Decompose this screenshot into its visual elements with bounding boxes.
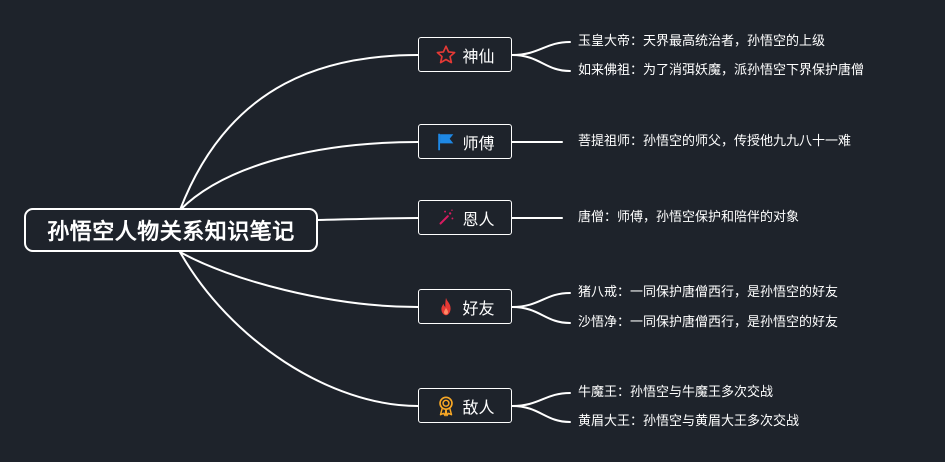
leaf-zhubajie[interactable]: 猪八戒：一同保护唐僧西行，是孙悟空的好友 [578, 285, 839, 300]
topic-label: 师傅 [462, 133, 495, 153]
leaf-niumowang[interactable]: 牛魔王：孙悟空与牛魔王多次交战 [578, 385, 774, 400]
connector-root-enren [317, 217, 419, 221]
connector-haoyou-leaf1 [511, 292, 571, 308]
topic-label: 恩人 [462, 209, 495, 229]
connector-root-shifu [179, 141, 419, 211]
leaf-tangseng[interactable]: 唐僧：师傅，孙悟空保护和陪伴的对象 [578, 210, 800, 225]
topic-label: 敌人 [462, 397, 495, 417]
connector-shenxian-leaf1 [511, 41, 571, 56]
magic-wand-icon [435, 207, 457, 229]
leaf-rulaifozu[interactable]: 如来佛祖：为了消弭妖魔，派孙悟空下界保护唐僧 [578, 63, 865, 78]
connector-shenxian-leaf2 [511, 54, 571, 72]
flag-icon [435, 131, 457, 153]
connector-root-shenxian [179, 54, 419, 211]
connector-root-haoyou [179, 251, 419, 308]
root-topic[interactable]: 孙悟空人物关系知识笔记 [24, 208, 318, 252]
topic-haoyou[interactable]: 好友 [418, 289, 512, 324]
medal-icon [435, 395, 457, 417]
connector-diren-leaf2 [511, 405, 571, 423]
topic-enren[interactable]: 恩人 [418, 200, 512, 235]
topic-label: 神仙 [462, 46, 495, 66]
star-icon [435, 44, 457, 66]
connector-root-diren [179, 251, 419, 407]
topic-diren[interactable]: 敌人 [418, 388, 512, 423]
leaf-huangmeidawang[interactable]: 黄眉大王：孙悟空与黄眉大王多次交战 [578, 414, 800, 429]
connector-diren-leaf1 [511, 392, 571, 407]
leaf-putizushi[interactable]: 菩提祖师：孙悟空的师父，传授他九九八十一难 [578, 134, 852, 149]
fire-icon [435, 296, 457, 318]
connector-haoyou-leaf2 [511, 306, 571, 324]
topic-shenxian[interactable]: 神仙 [418, 37, 512, 72]
root-topic-label: 孙悟空人物关系知识笔记 [47, 220, 295, 245]
topic-shifu[interactable]: 师傅 [418, 124, 512, 159]
leaf-yuhuangdadi[interactable]: 玉皇大帝：天界最高统治者，孙悟空的上级 [578, 34, 826, 49]
topic-label: 好友 [462, 298, 495, 318]
leaf-shawujing[interactable]: 沙悟净：一同保护唐僧西行，是孙悟空的好友 [578, 315, 839, 330]
